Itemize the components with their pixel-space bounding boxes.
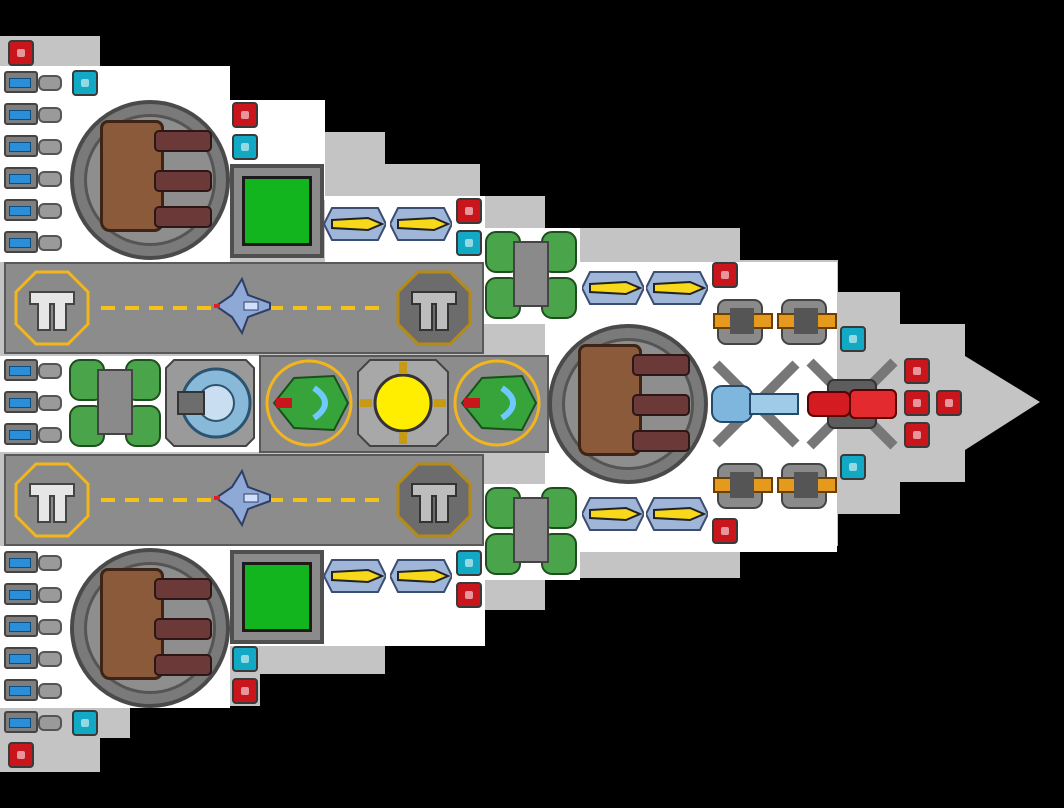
cyan-module-icon[interactable] (72, 70, 98, 96)
red-module-icon[interactable] (712, 262, 738, 288)
reactor-core-icon[interactable] (356, 358, 450, 448)
missile-pod-icon[interactable] (322, 556, 388, 596)
hangar-pad-icon[interactable] (396, 270, 472, 346)
engine-pipe-icon[interactable] (484, 228, 580, 324)
battery-cell-icon[interactable] (4, 710, 64, 736)
autocannon-icon[interactable] (712, 296, 774, 348)
autocannon-icon[interactable] (776, 296, 838, 348)
red-module-icon[interactable] (456, 198, 482, 224)
battery-cell-icon[interactable] (4, 422, 64, 448)
autocannon-icon[interactable] (776, 460, 838, 512)
battery-cell-icon[interactable] (4, 70, 64, 96)
control-console-icon[interactable] (230, 550, 324, 644)
radar-dish-icon[interactable] (164, 358, 256, 448)
battery-cell-icon[interactable] (4, 550, 64, 576)
battery-cell-icon[interactable] (4, 582, 64, 608)
cyan-module-icon[interactable] (72, 710, 98, 736)
battery-cell-icon[interactable] (4, 358, 64, 384)
triple-cannon-turret-icon[interactable] (70, 548, 230, 708)
fighter-craft-icon[interactable] (212, 467, 274, 529)
battery-cell-icon[interactable] (4, 614, 64, 640)
red-module-icon[interactable] (904, 422, 930, 448)
control-console-icon[interactable] (230, 164, 324, 258)
missile-pod-icon[interactable] (388, 556, 454, 596)
red-module-icon[interactable] (8, 742, 34, 768)
green-fighter-icon[interactable] (452, 358, 542, 448)
red-module-icon[interactable] (904, 358, 930, 384)
battery-cell-icon[interactable] (4, 678, 64, 704)
battery-cell-icon[interactable] (4, 646, 64, 672)
battery-cell-icon[interactable] (4, 134, 64, 160)
cyan-module-icon[interactable] (840, 326, 866, 352)
battery-cell-icon[interactable] (4, 230, 64, 256)
hangar-pad-icon[interactable] (396, 462, 472, 538)
cyan-module-icon[interactable] (232, 646, 258, 672)
red-module-icon[interactable] (936, 390, 962, 416)
hangar-pad-icon[interactable] (14, 270, 90, 346)
red-module-icon[interactable] (904, 390, 930, 416)
missile-pod-icon[interactable] (644, 268, 710, 308)
missile-pod-icon[interactable] (580, 268, 646, 308)
red-module-icon[interactable] (232, 678, 258, 704)
cyan-module-icon[interactable] (456, 230, 482, 256)
fighter-craft-icon[interactable] (212, 275, 274, 337)
red-module-icon[interactable] (712, 518, 738, 544)
cyan-module-icon[interactable] (456, 550, 482, 576)
autocannon-icon[interactable] (712, 460, 774, 512)
missile-pod-icon[interactable] (322, 204, 388, 244)
ion-cannon-icon[interactable] (710, 358, 802, 450)
red-module-icon[interactable] (232, 102, 258, 128)
missile-pod-icon[interactable] (644, 494, 710, 534)
engine-pipe-icon[interactable] (484, 484, 580, 580)
missile-pod-icon[interactable] (580, 494, 646, 534)
triple-cannon-turret-icon[interactable] (548, 324, 708, 484)
missile-pod-icon[interactable] (388, 204, 454, 244)
cyan-module-icon[interactable] (840, 454, 866, 480)
triple-cannon-turret-icon[interactable] (70, 100, 230, 260)
plasma-cannon-icon[interactable] (804, 356, 900, 452)
red-module-icon[interactable] (8, 40, 34, 66)
red-module-icon[interactable] (456, 582, 482, 608)
battery-cell-icon[interactable] (4, 166, 64, 192)
cyan-module-icon[interactable] (232, 134, 258, 160)
battery-cell-icon[interactable] (4, 198, 64, 224)
hangar-pad-icon[interactable] (14, 462, 90, 538)
battery-cell-icon[interactable] (4, 102, 64, 128)
engine-pipe-icon[interactable] (68, 356, 164, 452)
green-fighter-icon[interactable] (264, 358, 354, 448)
battery-cell-icon[interactable] (4, 390, 64, 416)
